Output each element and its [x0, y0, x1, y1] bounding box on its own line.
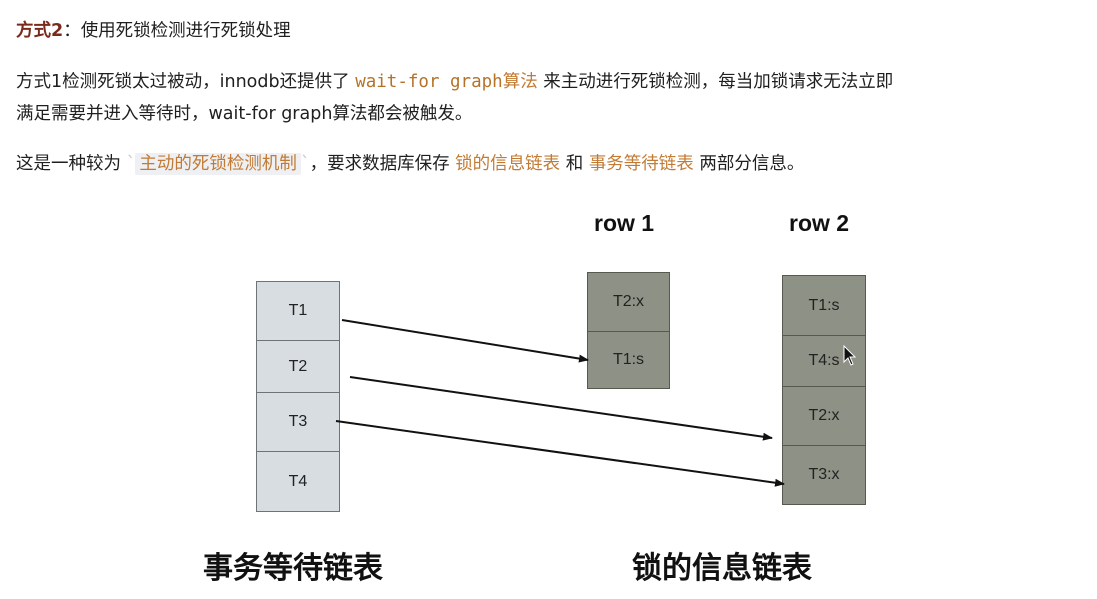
arrow-t2-to-row2 [349, 376, 773, 441]
para2-text-b: ，要求数据库保存 [309, 154, 450, 174]
term-transaction-wait-list: 事务等待链表 [588, 154, 694, 174]
row-2-label: row 2 [789, 210, 850, 236]
backtick-right: ` [300, 154, 310, 174]
caption-transaction-wait-list: 事务等待链表 [203, 551, 383, 586]
transaction-cell-t1: T1 [256, 281, 340, 341]
para2-text-a: 这是一种较为 [16, 154, 121, 174]
backtick-left: ` [126, 154, 136, 174]
para2-text-c: 两部分信息。 [699, 154, 805, 174]
caption-lock-info-list: 锁的信息链表 [632, 551, 812, 586]
para2-and: 和 [565, 154, 584, 174]
transaction-cell-t4: T4 [256, 451, 340, 512]
highlight-active-detection: 主动的死锁检测机制 [135, 153, 301, 175]
heading-colon: ： [63, 21, 81, 41]
para1-line2-text: 满足需要并进入等待时，wait-for graph算法都会被触发。 [16, 104, 473, 124]
paragraph-2: 这是一种较为 `主动的死锁检测机制`，要求数据库保存 锁的信息链表 和 事务等待… [16, 152, 804, 176]
row1-lock-t1s: T1:s [587, 331, 670, 389]
inline-code-suffix: 算法 [502, 72, 538, 92]
paragraph-1-line-2: 满足需要并进入等待时，wait-for graph算法都会被触发。 [16, 102, 472, 126]
para1-text-b: 来主动进行死锁检测，每当加锁请求无法立即 [543, 72, 894, 92]
mouse-cursor-icon [843, 345, 857, 366]
row2-lock-t1s: T1:s [782, 275, 866, 336]
row2-lock-t2x: T2:x [782, 386, 866, 446]
row1-lock-t2x: T2:x [587, 272, 670, 332]
arrow-t1-to-row1 [341, 319, 589, 363]
transaction-cell-t2: T2 [256, 340, 340, 393]
heading-text: 使用死锁检测进行死锁处理 [80, 21, 291, 41]
term-lock-info-list: 锁的信息链表 [455, 154, 561, 174]
transaction-cell-t3: T3 [256, 392, 340, 452]
row2-lock-t3x: T3:x [782, 445, 866, 505]
heading-prefix: 方式2 [16, 21, 64, 41]
section-heading: 方式2：使用死锁检测进行死锁处理 [16, 19, 291, 43]
para1-text-a: 方式1检测死锁太过被动，innodb还提供了 [16, 72, 350, 92]
arrow-t3-to-row2 [335, 420, 785, 487]
inline-code-wait-for-graph: wait-for graph [355, 72, 503, 92]
paragraph-1-line-1: 方式1检测死锁太过被动，innodb还提供了 wait-for graph算法 … [16, 70, 893, 94]
row-1-label: row 1 [594, 210, 655, 236]
